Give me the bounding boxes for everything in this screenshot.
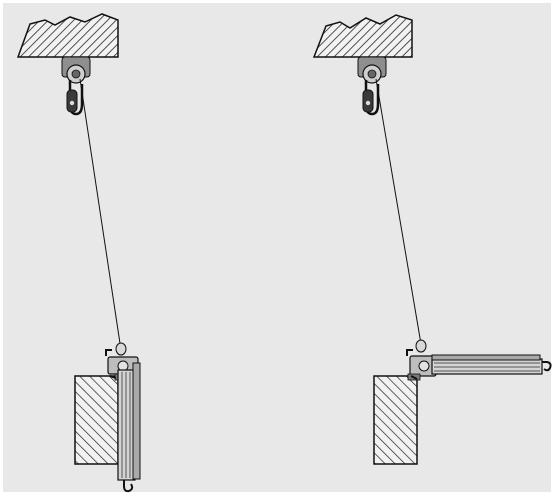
panel-right — [312, 14, 552, 465]
wall-block-left — [74, 375, 119, 465]
ceiling-block-right — [312, 14, 413, 58]
rope-left — [79, 78, 122, 351]
rope-right — [375, 78, 422, 345]
pulley-mount-right — [357, 56, 387, 116]
ceiling-block-left — [16, 13, 119, 58]
panel-left — [16, 13, 141, 493]
boom-arm-left — [105, 342, 141, 493]
boom-arm-right — [406, 339, 552, 381]
wall-block-right — [373, 375, 418, 465]
pulley-mount-left — [61, 56, 91, 116]
